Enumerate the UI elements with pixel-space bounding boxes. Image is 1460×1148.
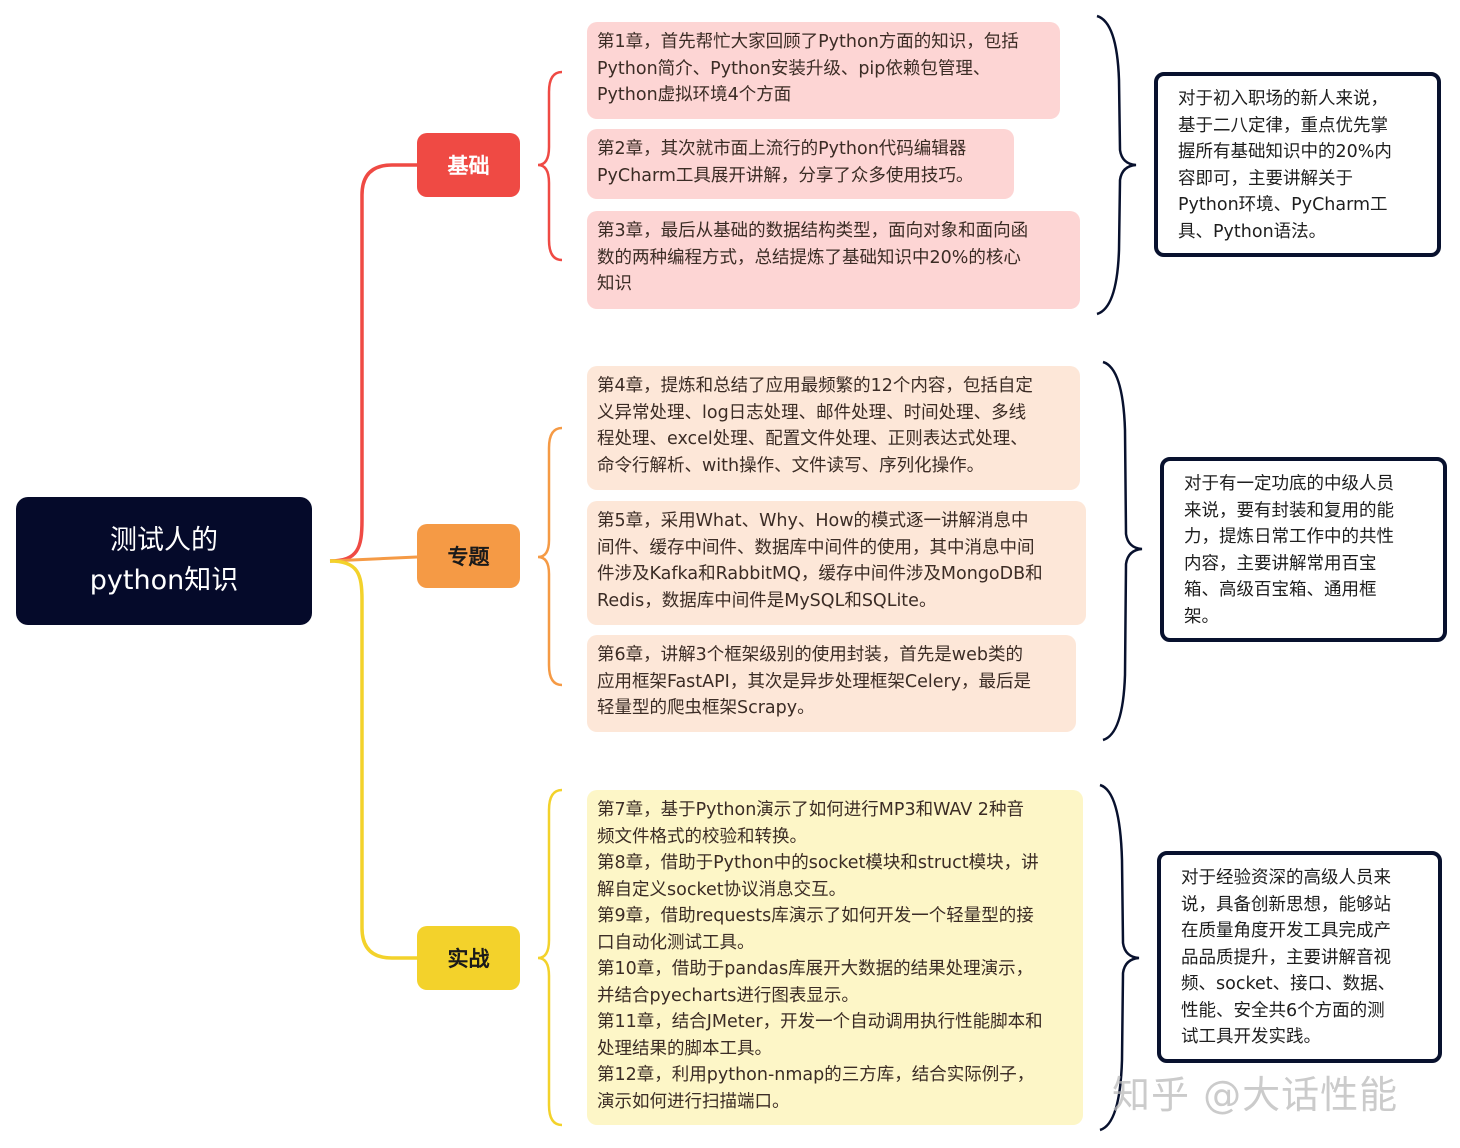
- branch-basic[interactable]: 基础: [417, 133, 520, 197]
- brace-practice: [537, 788, 563, 1127]
- brace-topic: [537, 426, 563, 687]
- summary-brace-basic: [1096, 14, 1137, 316]
- summary-topic[interactable]: 对于有一定功底的中级人员 来说，要有封装和复用的能 力，提炼日常工作中的共性 内…: [1160, 457, 1447, 642]
- branch-topic[interactable]: 专题: [417, 524, 520, 588]
- connector-root-topic: [329, 555, 418, 563]
- topic-chapter-3[interactable]: 第3章，最后从基础的数据结构类型，面向对象和面向函 数的两种编程方式，总结提炼了…: [587, 211, 1080, 309]
- root-node[interactable]: 测试人的 python知识: [16, 497, 312, 625]
- summary-practice[interactable]: 对于经验资深的高级人员来 说，具备创新思想，能够站 在质量角度开发工具完成产 品…: [1157, 851, 1442, 1063]
- topic-chapter-6[interactable]: 第6章，讲解3个框架级别的使用封装，首先是web类的 应用框架FastAPI，其…: [587, 635, 1076, 732]
- connector-root-practice: [329, 559, 417, 960]
- brace-basic: [537, 70, 563, 262]
- topic-chapters-7-12[interactable]: 第7章，基于Python演示了如何进行MP3和WAV 2种音 频文件格式的校验和…: [587, 790, 1083, 1125]
- topic-chapter-1[interactable]: 第1章，首先帮忙大家回顾了Python方面的知识，包括 Python简介、Pyt…: [587, 22, 1060, 119]
- connector-root-basic: [329, 163, 417, 563]
- root-title-line1: 测试人的: [110, 525, 218, 556]
- root-title-line2: python知识: [89, 565, 239, 596]
- branch-practice[interactable]: 实战: [417, 926, 520, 990]
- topic-chapter-5[interactable]: 第5章，采用What、Why、How的模式逐一讲解消息中 间件、缓存中间件、数据…: [587, 501, 1086, 625]
- topic-chapter-4[interactable]: 第4章，提炼和总结了应用最频繁的12个内容，包括自定 义异常处理、log日志处理…: [587, 366, 1080, 490]
- summary-brace-topic: [1102, 360, 1143, 742]
- summary-basic[interactable]: 对于初入职场的新人来说， 基于二八定律，重点优先掌 握所有基础知识中的20%内 …: [1154, 72, 1441, 257]
- topic-chapter-2[interactable]: 第2章，其次就市面上流行的Python代码编辑器 PyCharm工具展开讲解，分…: [587, 129, 1014, 199]
- summary-brace-practice: [1099, 783, 1140, 1132]
- watermark: 知乎 @大话性能: [1112, 1073, 1399, 1117]
